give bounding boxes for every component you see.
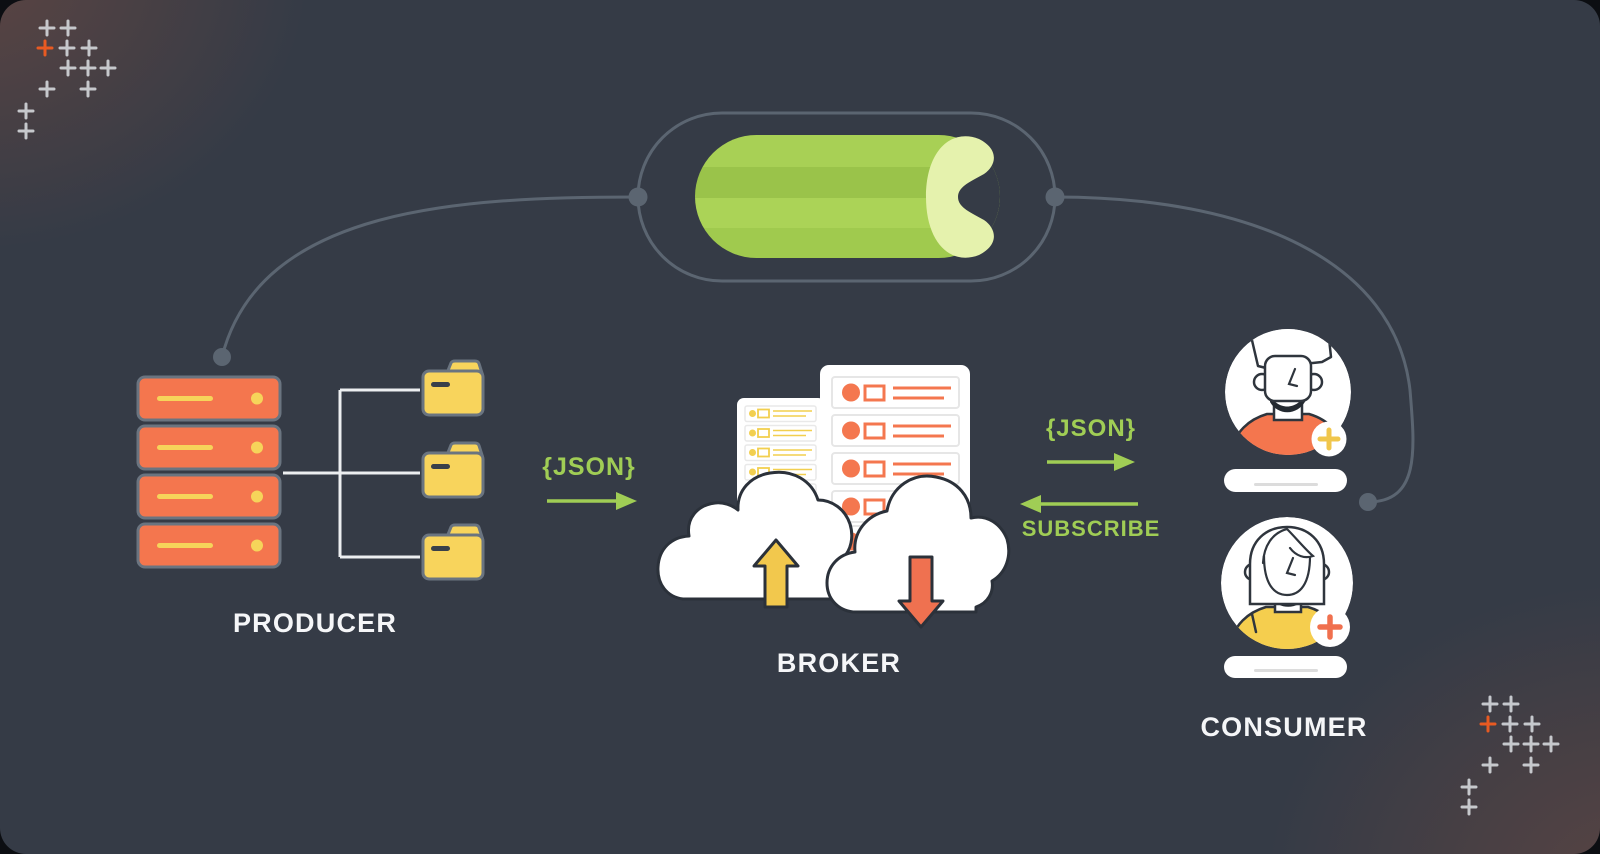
subscribe-flow-label: SUBSCRIBE <box>1021 516 1161 541</box>
add-badge <box>1310 607 1350 647</box>
subscribe-arrow-icon <box>1020 495 1138 513</box>
deliver-arrow-icon <box>1047 453 1135 471</box>
broker-label: BROKER <box>776 648 902 678</box>
fanout-lines <box>283 388 420 559</box>
name-placeholder-bar <box>1224 469 1347 492</box>
folder-icon <box>421 441 485 499</box>
consumer-avatar-male <box>1225 329 1351 457</box>
fringe <box>1261 527 1316 565</box>
consumer-avatar-female <box>1221 517 1353 649</box>
download-arrow-icon <box>897 555 945 629</box>
folder-icon <box>421 523 485 581</box>
plus-icon <box>1317 427 1341 451</box>
folder-icon <box>421 359 485 417</box>
nose <box>1285 556 1297 577</box>
producer-node <box>136 359 485 581</box>
upload-cloud-icon <box>656 470 854 601</box>
deliver-flow-label: {JSON} <box>1045 415 1137 442</box>
connector-hub-to-consumer <box>1054 195 1415 504</box>
flow-arrows <box>547 453 1138 513</box>
broker-node <box>656 365 1011 629</box>
add-badge <box>1311 421 1347 457</box>
connector-dots <box>213 187 1377 511</box>
produce-arrow-icon <box>547 492 637 510</box>
connector-hub-to-producer <box>220 195 639 358</box>
download-cloud-icon <box>825 474 1011 614</box>
upload-arrow-icon <box>752 538 800 609</box>
nose <box>1287 367 1299 388</box>
consumer-label: CONSUMER <box>1200 712 1368 742</box>
topic-folders <box>421 359 485 581</box>
producer-label: PRODUCER <box>232 608 398 638</box>
produce-flow-label: {JSON} <box>542 453 636 481</box>
plus-decoration-bottom-right <box>1460 695 1560 816</box>
consumer-node <box>1221 329 1353 678</box>
celery-stick-icon <box>695 135 1000 258</box>
server-stack-icon <box>136 375 282 569</box>
name-placeholder-bar <box>1224 656 1347 678</box>
plus-decoration-top-left <box>17 19 117 140</box>
celery-cross-section <box>926 136 994 258</box>
plus-icon <box>1317 614 1343 640</box>
